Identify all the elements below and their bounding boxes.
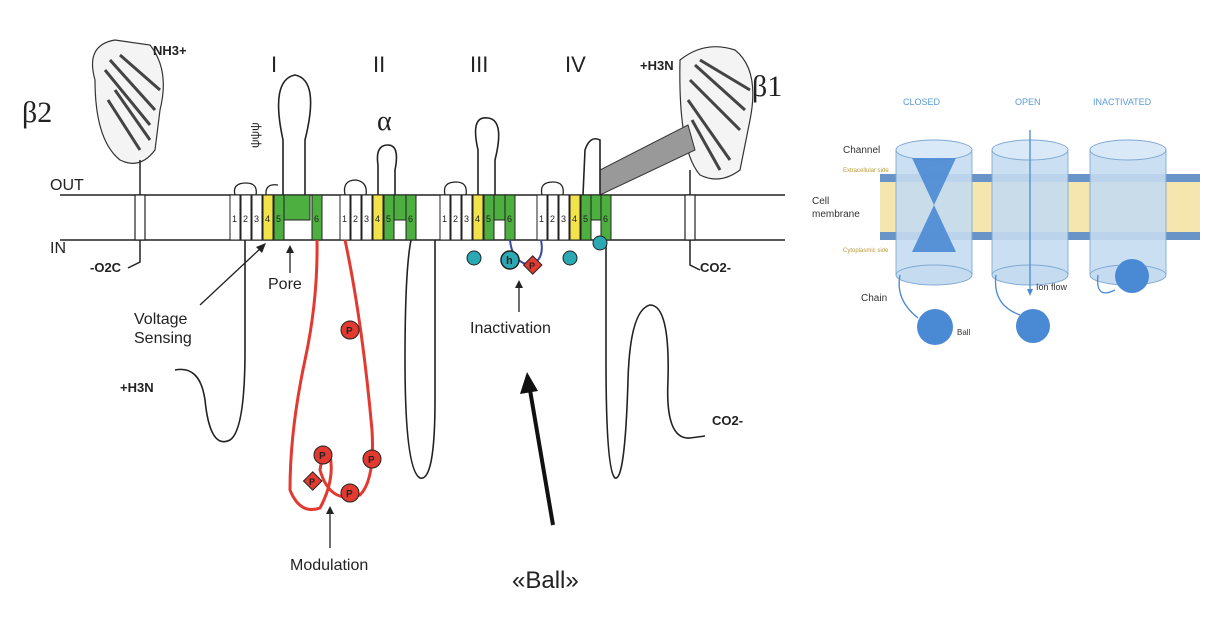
- svg-text:3: 3: [254, 214, 259, 224]
- svg-text:2: 2: [243, 214, 248, 224]
- svg-text:6: 6: [314, 214, 319, 224]
- svg-text:6: 6: [408, 214, 413, 224]
- svg-text:3: 3: [464, 214, 469, 224]
- svg-text:1: 1: [539, 214, 544, 224]
- svg-text:3: 3: [561, 214, 566, 224]
- domain-label-3: III: [470, 52, 488, 77]
- out-label: OUT: [50, 177, 84, 194]
- svg-text:4: 4: [572, 214, 577, 224]
- beta2-label: β2: [22, 96, 52, 129]
- h-marker: h: [506, 255, 513, 267]
- beta1-disulfide-link: [599, 124, 696, 196]
- svg-text:P: P: [319, 451, 326, 462]
- svg-text:P: P: [309, 477, 315, 487]
- pore-loop-domain-3: [474, 117, 500, 195]
- voltage-sensing-label-line2: Sensing: [134, 330, 192, 347]
- svg-text:1: 1: [442, 214, 447, 224]
- svg-text:P: P: [346, 326, 353, 337]
- domain-label-1: I: [271, 52, 277, 77]
- ball-caption: «Ball»: [512, 567, 579, 594]
- voltage-sensing-label-line1: Voltage: [134, 311, 187, 328]
- beta2-immunoglobulin-domain: [91, 39, 164, 164]
- pore-loop-domain-2: [376, 144, 398, 195]
- loop-domain-2-3: [404, 239, 436, 479]
- svg-text:P: P: [346, 489, 353, 500]
- beta1-subunit: [599, 46, 754, 271]
- modulation-loop: [288, 239, 374, 511]
- channel-label: Channel: [843, 145, 880, 156]
- sodium-channel-topology-diagram: OUT IN β2 NH3+ -O2C β1 +H3N CO2- I II II…: [22, 39, 785, 594]
- domain-label-4: IV: [565, 52, 586, 77]
- nh3-right-label: +H3N: [640, 58, 674, 73]
- charged-residues: [466, 235, 608, 266]
- pore-loop-domain-1: [277, 74, 312, 195]
- ball-label: Ball: [957, 328, 971, 337]
- inactivated-ball: [1115, 259, 1149, 293]
- open-ball: [1016, 309, 1050, 343]
- n-terminus-tail: [174, 240, 246, 443]
- svg-text:1: 1: [232, 214, 237, 224]
- svg-text:2: 2: [550, 214, 555, 224]
- domain-4-segments: 1 2 3 4 5 6: [536, 181, 612, 241]
- cytoplasmic-label: Cytoplasmic side: [843, 248, 889, 254]
- chain-label: Chain: [861, 293, 887, 304]
- open-chain: [994, 274, 1021, 316]
- domain-2-segments: 1 2 3 4 5 6: [339, 179, 417, 241]
- svg-text:P: P: [368, 455, 375, 466]
- svg-text:4: 4: [375, 214, 380, 224]
- svg-text:2: 2: [453, 214, 458, 224]
- ball-arrow: [528, 389, 555, 526]
- co2-right-top-label: CO2-: [700, 260, 731, 275]
- state-label-closed: CLOSED: [903, 97, 941, 107]
- glycosylation-mark: ψψψ: [248, 122, 262, 148]
- svg-text:5: 5: [386, 214, 391, 224]
- svg-text:4: 4: [265, 214, 270, 224]
- inactivation-h-particle: [500, 250, 520, 270]
- nh3-left-label: NH3+: [153, 43, 187, 58]
- closed-channel: [895, 139, 973, 286]
- svg-text:5: 5: [486, 214, 491, 224]
- beta2-subunit: [91, 39, 164, 269]
- c-terminus-tail: [605, 240, 706, 479]
- svg-text:6: 6: [603, 214, 608, 224]
- cell-membrane-label-1: Cell: [812, 196, 829, 207]
- ion-flow-label: Ion flow: [1036, 282, 1068, 292]
- ball-and-chain-diagram: CLOSED OPEN INACTIVATED Channel Extracel…: [812, 97, 1200, 345]
- inactivation-label: Inactivation: [470, 320, 551, 337]
- inactivation-p-marker: P: [529, 261, 535, 271]
- co2-bottom-label: CO2-: [712, 413, 743, 428]
- svg-text:6: 6: [507, 214, 512, 224]
- phosphorylation-sites: P P P P P: [302, 320, 382, 503]
- domain-3-segments: 1 2 3 4 5 6: [439, 181, 516, 241]
- pore-label: Pore: [268, 276, 302, 293]
- svg-text:2: 2: [353, 214, 358, 224]
- svg-text:4: 4: [475, 214, 480, 224]
- svg-text:3: 3: [364, 214, 369, 224]
- beta1-immunoglobulin-domain: [679, 46, 754, 180]
- svg-text:1: 1: [342, 214, 347, 224]
- cell-membrane-label-2: membrane: [812, 209, 860, 220]
- alpha-label: α: [377, 106, 392, 137]
- domain-1-segments: 1 2 3 4 5 6: [229, 182, 323, 241]
- modulation-label: Modulation: [290, 557, 368, 574]
- open-channel: [991, 130, 1069, 296]
- closed-ball: [917, 309, 953, 345]
- voltage-sensing-arrow: [199, 246, 263, 306]
- beta1-label: β1: [752, 70, 782, 103]
- inactivated-channel: [1089, 139, 1167, 294]
- closed-gate: [912, 158, 956, 252]
- domain-label-2: II: [373, 52, 385, 77]
- svg-text:5: 5: [583, 214, 588, 224]
- state-label-inactivated: INACTIVATED: [1093, 97, 1152, 107]
- h3n-bottom-label: +H3N: [120, 380, 154, 395]
- co2-left-label: -O2C: [90, 260, 122, 275]
- pore-loop-domain-4: [582, 137, 601, 196]
- in-label: IN: [50, 240, 66, 257]
- svg-text:5: 5: [276, 214, 281, 224]
- inactivation-phospho-site: [522, 255, 543, 275]
- closed-chain: [898, 274, 919, 319]
- state-label-open: OPEN: [1015, 97, 1041, 107]
- extracellular-label: Extracellular side: [843, 168, 889, 174]
